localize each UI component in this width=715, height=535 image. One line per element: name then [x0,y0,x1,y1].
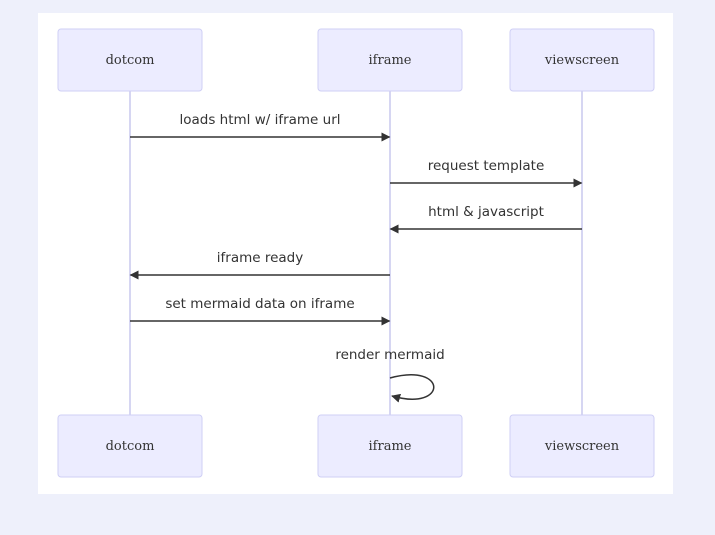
participant-box [509,414,655,478]
message-label: loads html w/ iframe url [179,112,340,128]
participant-label: viewscreen [544,439,620,454]
message-3: html & javascript [389,204,582,234]
participant-dotcom-top[interactable]: dotcom [57,28,203,92]
participant-label: dotcom [106,53,155,68]
participant-box [57,414,203,478]
participants-top: dotcom iframe viewscreen [57,28,655,92]
participant-label: dotcom [106,439,155,454]
diagram-svg: dotcom iframe viewscreen dotcom iframe views… [57,28,655,478]
participant-viewscreen-bottom[interactable]: viewscreen [509,414,655,478]
sequence-diagram: dotcom iframe viewscreen dotcom iframe views… [38,13,673,494]
lifelines [129,91,583,415]
message-label: render mermaid [335,347,444,363]
participant-box [317,414,463,478]
participant-viewscreen-top[interactable]: viewscreen [509,28,655,92]
participant-label: iframe [369,439,412,454]
participant-box [57,28,203,92]
participants-bottom: dotcom iframe viewscreen [57,414,655,478]
message-label: html & javascript [428,204,544,220]
participant-box [509,28,655,92]
message-1: loads html w/ iframe url [130,112,391,142]
participant-iframe-top[interactable]: iframe [317,28,463,92]
participant-label: iframe [369,53,412,68]
message-arrow [389,374,435,403]
message-5: set mermaid data on iframe [130,296,391,326]
message-6: render mermaid [335,347,445,403]
message-label: request template [428,158,545,174]
message-2: request template [390,158,583,188]
message-label: set mermaid data on iframe [165,296,354,312]
participant-dotcom-bottom[interactable]: dotcom [57,414,203,478]
message-label: iframe ready [217,250,303,266]
participant-iframe-bottom[interactable]: iframe [317,414,463,478]
messages: loads html w/ iframe url request template… [129,112,583,403]
message-4: iframe ready [129,250,390,280]
participant-box [317,28,463,92]
participant-label: viewscreen [544,53,620,68]
